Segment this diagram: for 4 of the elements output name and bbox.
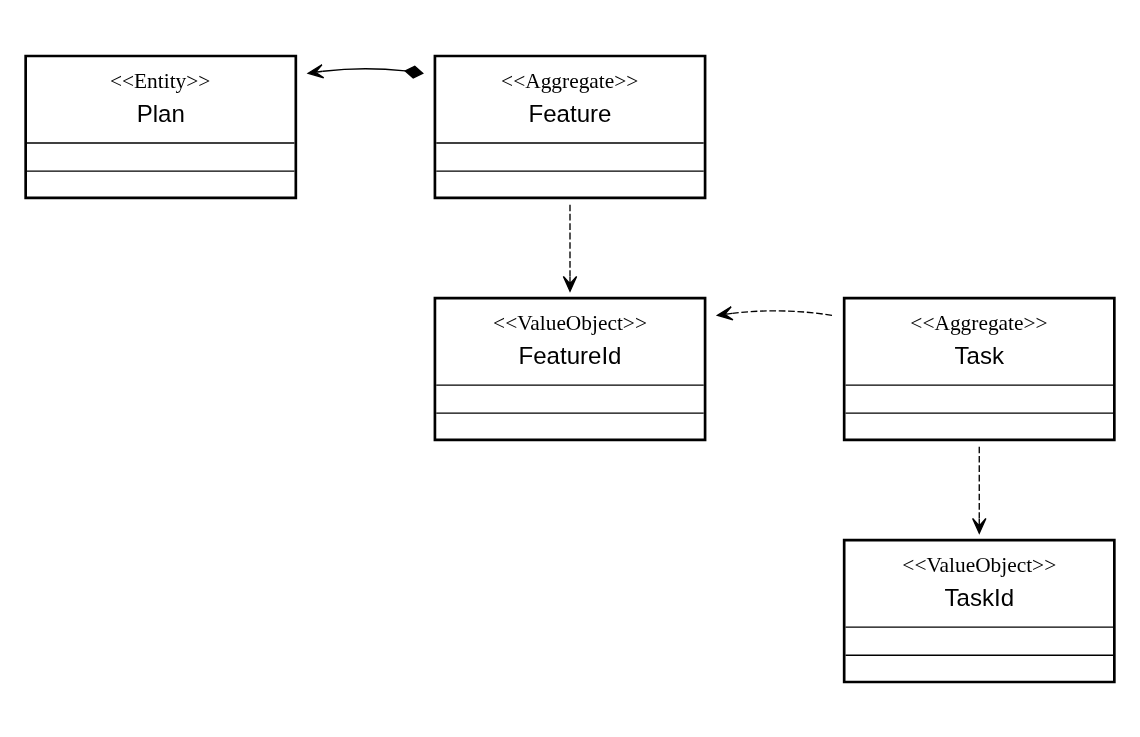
arrow bbox=[562, 203, 578, 292]
arrow bbox=[971, 445, 987, 534]
arrow bbox=[307, 63, 424, 79]
arrow bbox=[716, 305, 833, 321]
